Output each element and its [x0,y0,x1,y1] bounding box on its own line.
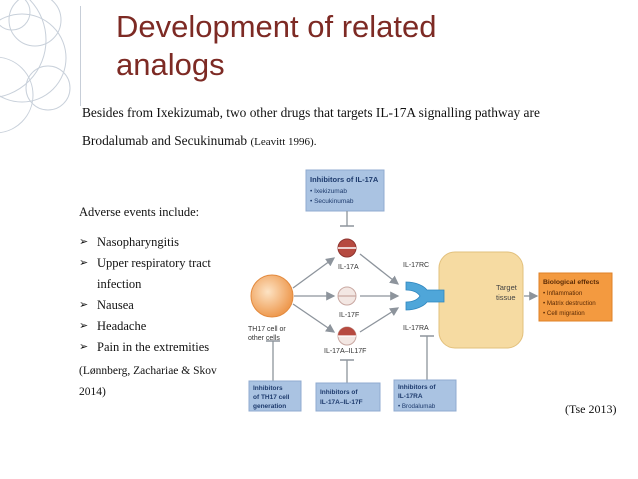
arrow-bullet-icon: ➢ [79,257,89,269]
il17-pathway-figure: Inhibitors of IL-17A • Ixekizumab • Secu… [248,169,613,412]
list-item: ➢Upper respiratory tract [79,253,239,274]
adverse-heading: Adverse events include: [79,205,200,219]
inhibitors-il17ra-line1: Inhibitors of [398,384,436,391]
il17-receptor: IL-17RC IL-17RA [403,262,445,332]
target-label: Target [496,283,518,292]
il17rc-label: IL-17RC [403,262,429,269]
arrow-cell-il17a [292,257,336,289]
arrow-cell-il17a-il17f [292,303,336,333]
inhibitors-il17a-title: Inhibitors of IL-17A [310,175,379,184]
inhibitors-th17-line3: generation [253,403,286,410]
inhibitors-th17-line2: of TH17 cell [253,394,290,401]
title-line-2: analogs [116,47,225,82]
list-item: ➢Headache [79,316,239,337]
inhibitors-il17a-box: Inhibitors of IL-17A • Ixekizumab • Secu… [305,169,385,212]
il17f-cytokine: IL-17F [337,286,359,319]
biological-effects-title: Biological effects [543,279,599,286]
il17f-label: IL-17F [339,312,359,319]
inhibitors-il17ra-line2: IL-17RA [398,393,423,400]
il17a-label: IL-17A [338,264,359,271]
body-paragraph: Besides from Ixekizumab, two other drugs… [82,99,634,156]
inhibitors-il17a-il17f-line2: IL-17A–IL-17F [320,399,363,406]
arrow-il17a-receptor [359,253,400,285]
decorative-circles [0,0,71,134]
adverse-citation: (Lønnberg, Zachariae & Skov 2014) [79,365,217,398]
cell-migration-label: • Cell migration [543,310,585,317]
il17a-il17f-cytokine: IL-17A–IL17F [324,326,366,355]
th17-cell: TH17 cell or other cells [248,274,294,342]
inflammation-label: • Inflammation [543,290,583,297]
body-line-2: Brodalumab and Secukinumab (Leavitt 1996… [82,127,634,156]
brodalumab-label: • Brodalumab [398,403,436,410]
inhibitors-th17-box: Inhibitors of TH17 cell generation [248,380,302,412]
list-item: ➢Nasopharyngitis [79,232,239,253]
th17-cell-label: TH17 cell or [248,326,286,333]
figure-citation: (Tse 2013) [565,402,617,416]
inhibitors-th17-line1: Inhibitors [253,385,283,392]
il17a-il17f-label: IL-17A–IL17F [324,348,366,355]
target-tissue: Target tissue [438,251,524,349]
inhibitors-il17ra-box: Inhibitors of IL-17RA • Brodalumab [393,379,457,412]
tissue-label: tissue [496,293,516,302]
other-cells-label: other cells [248,335,280,342]
arrow-bullet-icon: ➢ [79,320,89,332]
body-line-2-main: Brodalumab and Secukinumab [82,133,251,148]
arrow-bullet-icon: ➢ [79,236,89,248]
title-divider [80,6,81,106]
secukinumab-label: • Secukinumab [310,198,354,205]
biological-effects-box: Biological effects • Inflammation • Matr… [538,272,613,322]
list-item-continuation: infection [97,277,142,291]
slide-title: Development of related analogs [116,8,616,84]
arrow-il17af-receptor [359,307,400,333]
inhibitors-il17a-il17f-box: Inhibitors of IL-17A–IL-17F [315,382,381,412]
arrow-bullet-icon: ➢ [79,341,89,353]
arrow-bullet-icon: ➢ [79,299,89,311]
il17ra-label: IL-17RA [403,325,429,332]
ixekizumab-label: • Ixekizumab [310,188,347,195]
title-line-1: Development of related [116,9,437,44]
il17a-cytokine: IL-17A [337,238,359,271]
body-reference: (Leavitt 1996). [250,136,317,148]
adverse-events-list: Adverse events include: ➢Nasopharyngitis… [79,205,239,403]
inhibitors-il17a-il17f-line1: Inhibitors of [320,389,358,396]
list-item: ➢Nausea [79,295,239,316]
matrix-destruction-label: • Matrix destruction [543,300,596,307]
list-item: ➢Pain in the extremities [79,337,239,358]
body-line-1: Besides from Ixekizumab, two other drugs… [82,105,540,120]
